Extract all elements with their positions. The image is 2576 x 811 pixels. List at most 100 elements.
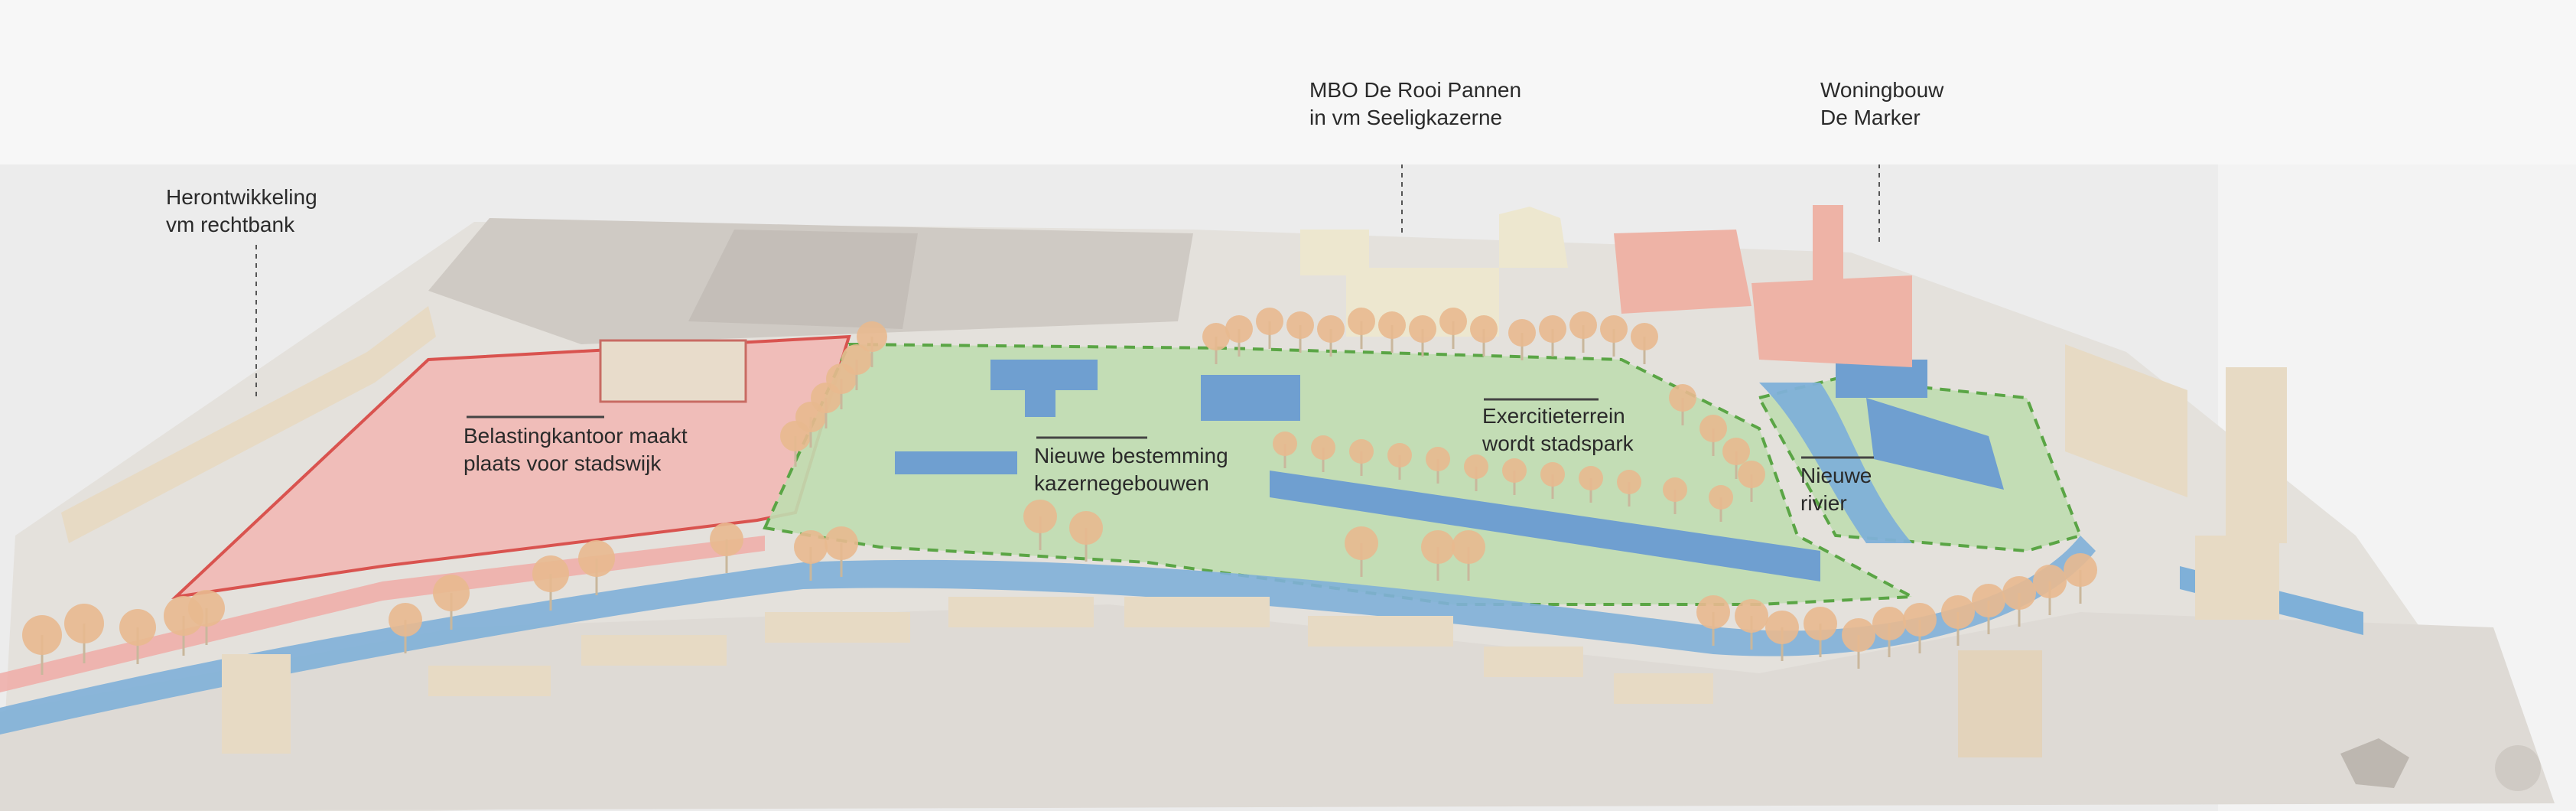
facade-fg-4 — [948, 597, 1094, 627]
tree-crown — [1722, 438, 1750, 465]
tree-crown — [1023, 500, 1057, 533]
tree-crown — [1540, 462, 1565, 487]
facade-fg-8 — [1614, 673, 1713, 704]
tree-crown — [2033, 565, 2067, 598]
tree-crown — [1378, 311, 1406, 339]
kazerne-building-1b — [1025, 386, 1055, 417]
tree-crown — [857, 321, 887, 352]
kazerne-building-1 — [990, 360, 1098, 390]
tree-crown — [1735, 599, 1768, 633]
tree-crown — [1202, 323, 1230, 350]
tree-crown — [389, 603, 422, 637]
label-line: Belastingkantoor maakt — [463, 424, 688, 448]
tree-crown — [1426, 447, 1450, 471]
tree-crown — [1738, 461, 1765, 488]
facade-right-fg — [1958, 650, 2042, 757]
tree-crown — [1409, 315, 1436, 343]
kazerne-building-right-long — [1866, 398, 2004, 490]
tree-crown — [1464, 454, 1488, 479]
label-line: Woningbouw — [1820, 78, 1944, 102]
tree-crown — [1470, 315, 1498, 343]
tree-crown — [1600, 315, 1628, 343]
label-belastingkantoor: Belastingkantoor maakt plaats voor stads… — [463, 422, 688, 477]
tree-crown — [1421, 530, 1455, 564]
tree-crown — [710, 523, 743, 556]
tree-crown — [1579, 466, 1603, 490]
tree-crown — [1225, 315, 1253, 343]
tree-crown — [578, 540, 615, 577]
tree-crown — [1617, 470, 1641, 494]
label-line: Nieuwe — [1800, 464, 1872, 487]
tree-group — [22, 308, 2097, 675]
label-line: rivier — [1800, 491, 1847, 515]
tree-crown — [1345, 526, 1378, 560]
tree-crown — [1452, 530, 1485, 564]
label-line: wordt stadspark — [1482, 432, 1634, 455]
label-line: Exercitieterrein — [1482, 404, 1625, 428]
nieuwe-rivier-channel — [1759, 383, 1912, 543]
tree-crown — [794, 530, 828, 564]
tree-crown — [1631, 323, 1658, 350]
tree-crown — [1663, 477, 1687, 502]
woningbouw-block-1 — [1614, 230, 1751, 314]
facade-fg-3 — [765, 612, 910, 643]
facade-fg-5 — [1124, 597, 1270, 627]
tree-crown — [2002, 576, 2036, 610]
tree-crown — [64, 604, 104, 643]
tree-crown — [825, 526, 858, 560]
river — [0, 536, 2096, 734]
tree-crown — [1508, 319, 1536, 347]
tree-crown — [22, 615, 62, 655]
facades-left — [61, 306, 436, 543]
tree-crown — [1699, 415, 1727, 442]
tree-crown — [1502, 458, 1527, 483]
tree-crown — [1872, 607, 1906, 640]
tree-crown — [1903, 603, 1937, 637]
label-nieuwe-rivier: Nieuwe rivier — [1800, 462, 1872, 517]
label-mbo-de-rooi-pannen: MBO De Rooi Pannen in vm Seeligkazerne — [1309, 77, 1521, 132]
tree-crown — [1348, 308, 1375, 335]
tree-crown — [1387, 443, 1412, 467]
label-line: in vm Seeligkazerne — [1309, 106, 1503, 129]
kazerne-long-building — [1270, 471, 1820, 581]
label-line: plaats voor stadswijk — [463, 451, 662, 475]
belastingkantoor-building — [599, 339, 747, 403]
woningbouw-block-2 — [1751, 275, 1912, 367]
label-herontwikkeling-rechtbank: Herontwikkeling vm rechtbank — [166, 184, 317, 239]
tree-crown — [532, 555, 569, 592]
label-line: vm rechtbank — [166, 213, 295, 236]
tree-crown — [1539, 315, 1566, 343]
tower-right — [2226, 367, 2287, 543]
tree-crown — [2064, 553, 2097, 587]
tree-crown — [1765, 611, 1799, 644]
facades-right — [2065, 344, 2187, 497]
tree-crown — [1273, 432, 1297, 456]
tree-crown — [1709, 485, 1733, 510]
label-line: Nieuwe bestemming — [1034, 444, 1228, 467]
tree-crown — [1311, 435, 1335, 460]
grey-district-patch — [688, 230, 918, 329]
facade-fg-1 — [428, 666, 551, 696]
tree-crown — [1842, 618, 1875, 652]
tree-crown — [1349, 439, 1374, 464]
facade-fg-2 — [581, 635, 727, 666]
facade-right-low — [2195, 536, 2279, 620]
facade-tall-left — [222, 654, 291, 754]
north-compass — [2495, 745, 2541, 791]
tree-crown — [188, 590, 225, 627]
facade-fg-7 — [1484, 647, 1583, 677]
studio-logo-mark — [2340, 738, 2409, 788]
tree-crown — [1317, 315, 1345, 343]
label-nieuwe-bestemming: Nieuwe bestemming kazernegebouwen — [1034, 442, 1228, 497]
tree-crown — [1941, 595, 1975, 629]
tree-crown — [1286, 311, 1314, 339]
tree-crown — [1696, 595, 1730, 629]
tree-crown — [1804, 607, 1837, 640]
label-line: De Marker — [1820, 106, 1921, 129]
tree-crown — [841, 344, 872, 375]
facade-fg-6 — [1308, 616, 1453, 647]
tree-crown — [1069, 511, 1103, 545]
label-line: Herontwikkeling — [166, 185, 317, 209]
